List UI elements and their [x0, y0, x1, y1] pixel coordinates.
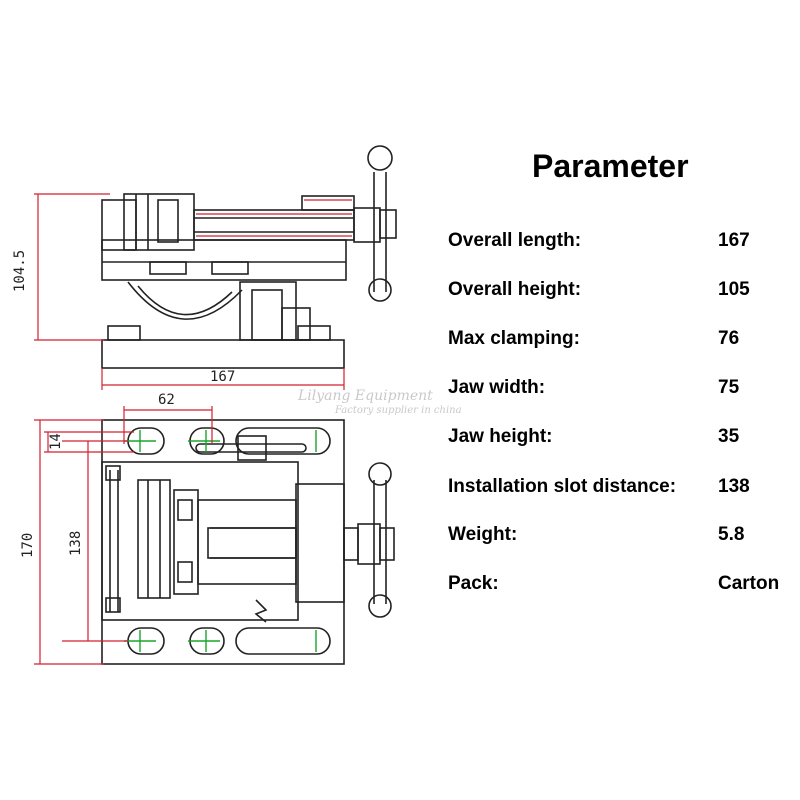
param-row-max-clamping: Max clamping: 76	[448, 328, 798, 358]
dimension-half-width-line	[123, 406, 213, 444]
param-row-pack: Pack: Carton	[448, 573, 798, 603]
param-value: 138	[718, 476, 750, 497]
param-value: 5.8	[718, 524, 745, 545]
vise-top-view	[101, 419, 395, 665]
param-row-weight: Weight: 5.8	[448, 524, 798, 554]
slot-centerlines	[124, 430, 317, 652]
dimension-width-label: 170	[20, 533, 36, 558]
param-label: Overall length:	[448, 230, 582, 251]
param-label: Max clamping:	[448, 328, 580, 349]
watermark-line1: Lilyang Equipment	[297, 388, 433, 404]
dimension-length-label: 167	[210, 369, 235, 385]
dimension-slot-offset-label: 14	[48, 433, 64, 450]
dimension-slot-offset-line	[44, 431, 134, 453]
dimension-height-label: 104.5	[12, 250, 28, 292]
param-label: Overall height:	[448, 279, 582, 300]
param-value: Carton	[718, 573, 780, 594]
param-row-overall-length: Overall length: 167	[448, 230, 798, 260]
dimension-half-width-label: 62	[158, 392, 175, 408]
param-label: Jaw height:	[448, 426, 553, 447]
param-label: Jaw width:	[448, 377, 546, 398]
param-value: 35	[718, 426, 740, 447]
dimension-height-line	[34, 193, 110, 341]
param-row-jaw-height: Jaw height: 35	[448, 426, 798, 456]
param-label: Pack:	[448, 573, 499, 594]
dimension-slot-distance-label: 138	[68, 531, 84, 556]
dimension-length-line	[101, 368, 345, 390]
param-row-installation-slot-distance: Installation slot distance: 138	[448, 476, 798, 506]
param-value: 105	[718, 279, 750, 300]
param-value: 167	[718, 230, 750, 251]
dimension-slot-distance-line	[62, 440, 128, 642]
watermark-line2: Factory supplier in china	[334, 405, 462, 416]
vise-side-view	[101, 145, 397, 369]
param-row-overall-height: Overall height: 105	[448, 279, 798, 309]
param-value: 76	[718, 328, 740, 349]
dimension-width-line	[34, 419, 104, 665]
param-label: Weight:	[448, 524, 518, 545]
param-label: Installation slot distance:	[448, 476, 677, 497]
screw-highlight	[196, 199, 352, 237]
param-row-jaw-width: Jaw width: 75	[448, 377, 798, 407]
parameter-title: Parameter	[532, 148, 689, 184]
param-value: 75	[718, 377, 740, 398]
